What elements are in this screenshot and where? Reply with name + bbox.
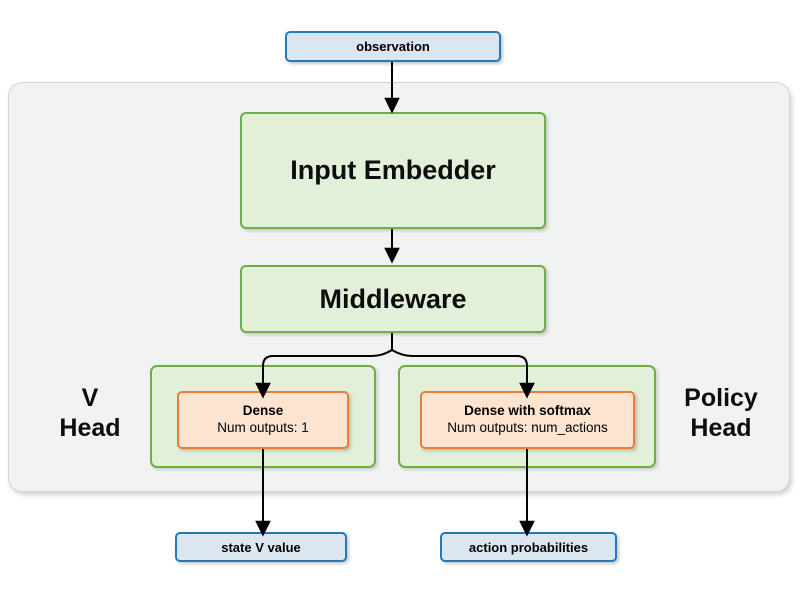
label-v-head-line1: V [81,384,99,412]
label-v-head: V Head [40,384,140,443]
node-dense-policy-detail: Num outputs: num_actions [447,420,608,435]
node-dense-v-detail: Num outputs: 1 [217,420,309,435]
node-observation[interactable]: observation [285,31,501,62]
node-dense-policy[interactable]: Dense with softmax Num outputs: num_acti… [420,391,635,449]
label-policy-head-line1: Policy [684,384,758,412]
node-state-v-value-label: state V value [221,539,301,555]
label-policy-head: Policy Head [665,384,777,443]
node-input-embedder[interactable]: Input Embedder [240,112,546,229]
node-dense-policy-title: Dense with softmax [464,403,591,419]
label-policy-head-line2: Head [690,413,752,442]
node-state-v-value[interactable]: state V value [175,532,347,562]
node-action-probabilities-label: action probabilities [468,539,589,555]
node-dense-v-title: Dense [242,403,284,419]
node-action-probabilities[interactable]: action probabilities [440,532,617,562]
node-middleware[interactable]: Middleware [240,265,546,333]
node-input-embedder-label: Input Embedder [290,155,496,185]
label-v-head-line2: Head [59,413,121,442]
node-observation-label: observation [356,39,430,54]
node-middleware-label: Middleware [319,283,467,314]
node-dense-v[interactable]: Dense Num outputs: 1 [177,391,349,449]
